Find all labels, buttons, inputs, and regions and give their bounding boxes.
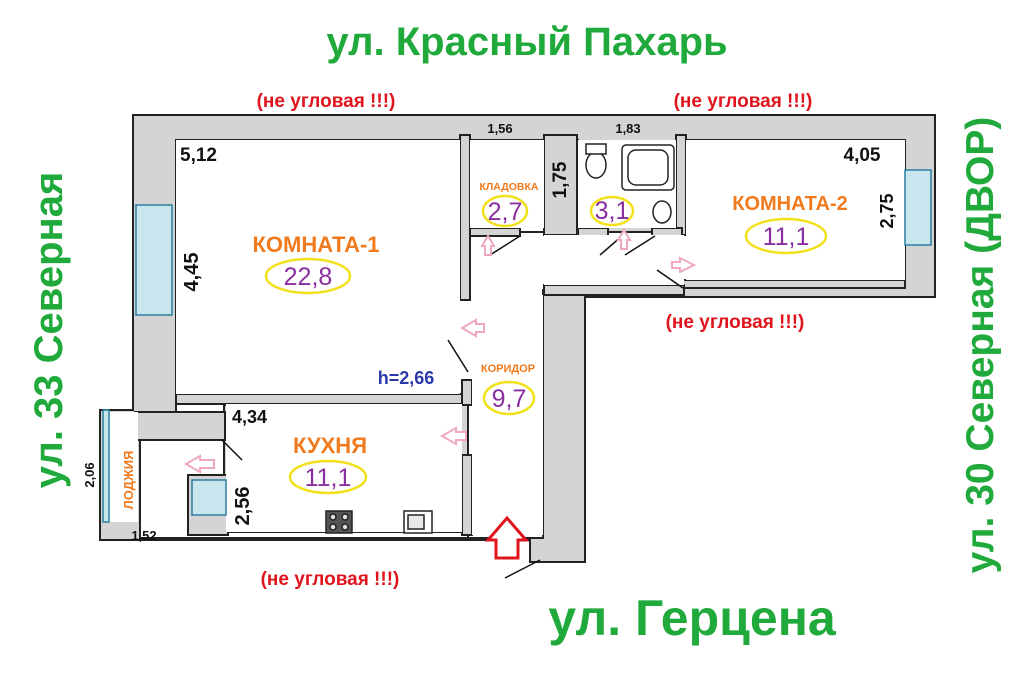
area-kitchen: 11,1 [288,459,368,495]
notice-top-right: (не угловая !!!) [674,91,813,112]
room2-name: КОМНАТА-2 [732,193,848,215]
svg-text:11,1: 11,1 [763,223,810,251]
entrance-arrow-icon [484,515,530,560]
dim-bath-width: 1,83 [615,121,640,136]
arrow-left-icon [459,318,485,338]
doors [221,235,684,579]
svg-text:9,7: 9,7 [492,385,527,413]
sink-icon [652,200,672,224]
arrow-left-icon [439,426,467,446]
svg-text:3,1: 3,1 [595,197,630,225]
notice-bottom: (не угловая !!!) [261,569,400,590]
kitchen-name: КУХНЯ [293,433,367,458]
loggia-name: ЛОДЖИЯ [121,451,136,510]
area-corridor: 9,7 [482,380,536,416]
window-room2 [904,169,932,246]
svg-text:22,8: 22,8 [284,263,333,291]
storage-name: КЛАДОВКА [480,181,539,193]
bathroom-fixtures [585,143,675,224]
passage-arrows [183,228,697,474]
street-right: ул. 30 Северная (ДВОР) [959,117,1002,574]
svg-text:2,7: 2,7 [488,198,523,226]
dim-room1-width: 5,12 [180,145,217,166]
arrow-left-icon [183,454,215,474]
arrow-up-icon [616,228,632,250]
area-bathroom: 3,1 [589,195,635,227]
corridor-name: КОРИДОР [481,363,535,375]
dim-loggia-width: 1,52 [131,528,156,543]
arrow-up-icon [480,234,496,256]
dim-room2-width: 4,05 [844,145,881,166]
area-room1: 22,8 [264,257,352,295]
ceiling-height: h=2,66 [378,368,435,388]
dim-room1-depth: 4,45 [181,253,203,292]
dim-loggia-depth: 2,06 [82,462,97,487]
stove-icon [325,510,353,534]
window-loggia [102,409,110,523]
area-storage: 2,7 [481,194,529,228]
dim-room2-depth: 2,75 [877,193,897,228]
dim-storage-width: 1,56 [487,121,512,136]
notice-middle-right: (не угловая !!!) [666,312,805,333]
street-bottom: ул. Герцена [548,590,837,646]
dim-kitchen-depth: 2,56 [232,487,254,526]
dim-kitchen-width: 4,34 [232,407,267,427]
windows [102,169,932,523]
kitchen-fixtures [325,510,433,534]
toilet-icon [585,151,607,179]
arrow-right-icon [671,256,697,274]
window-room1 [135,204,173,316]
area-room2: 11,1 [744,217,828,255]
room1-name: КОМНАТА-1 [252,232,379,257]
street-top: ул. Красный Пахарь [326,20,727,64]
notice-top-left: (не угловая !!!) [257,91,396,112]
dim-storage-depth: 1,75 [550,161,571,198]
window-kitchen [191,479,227,516]
svg-text:11,1: 11,1 [305,464,352,492]
street-left: ул. 33 Северная [27,172,71,489]
